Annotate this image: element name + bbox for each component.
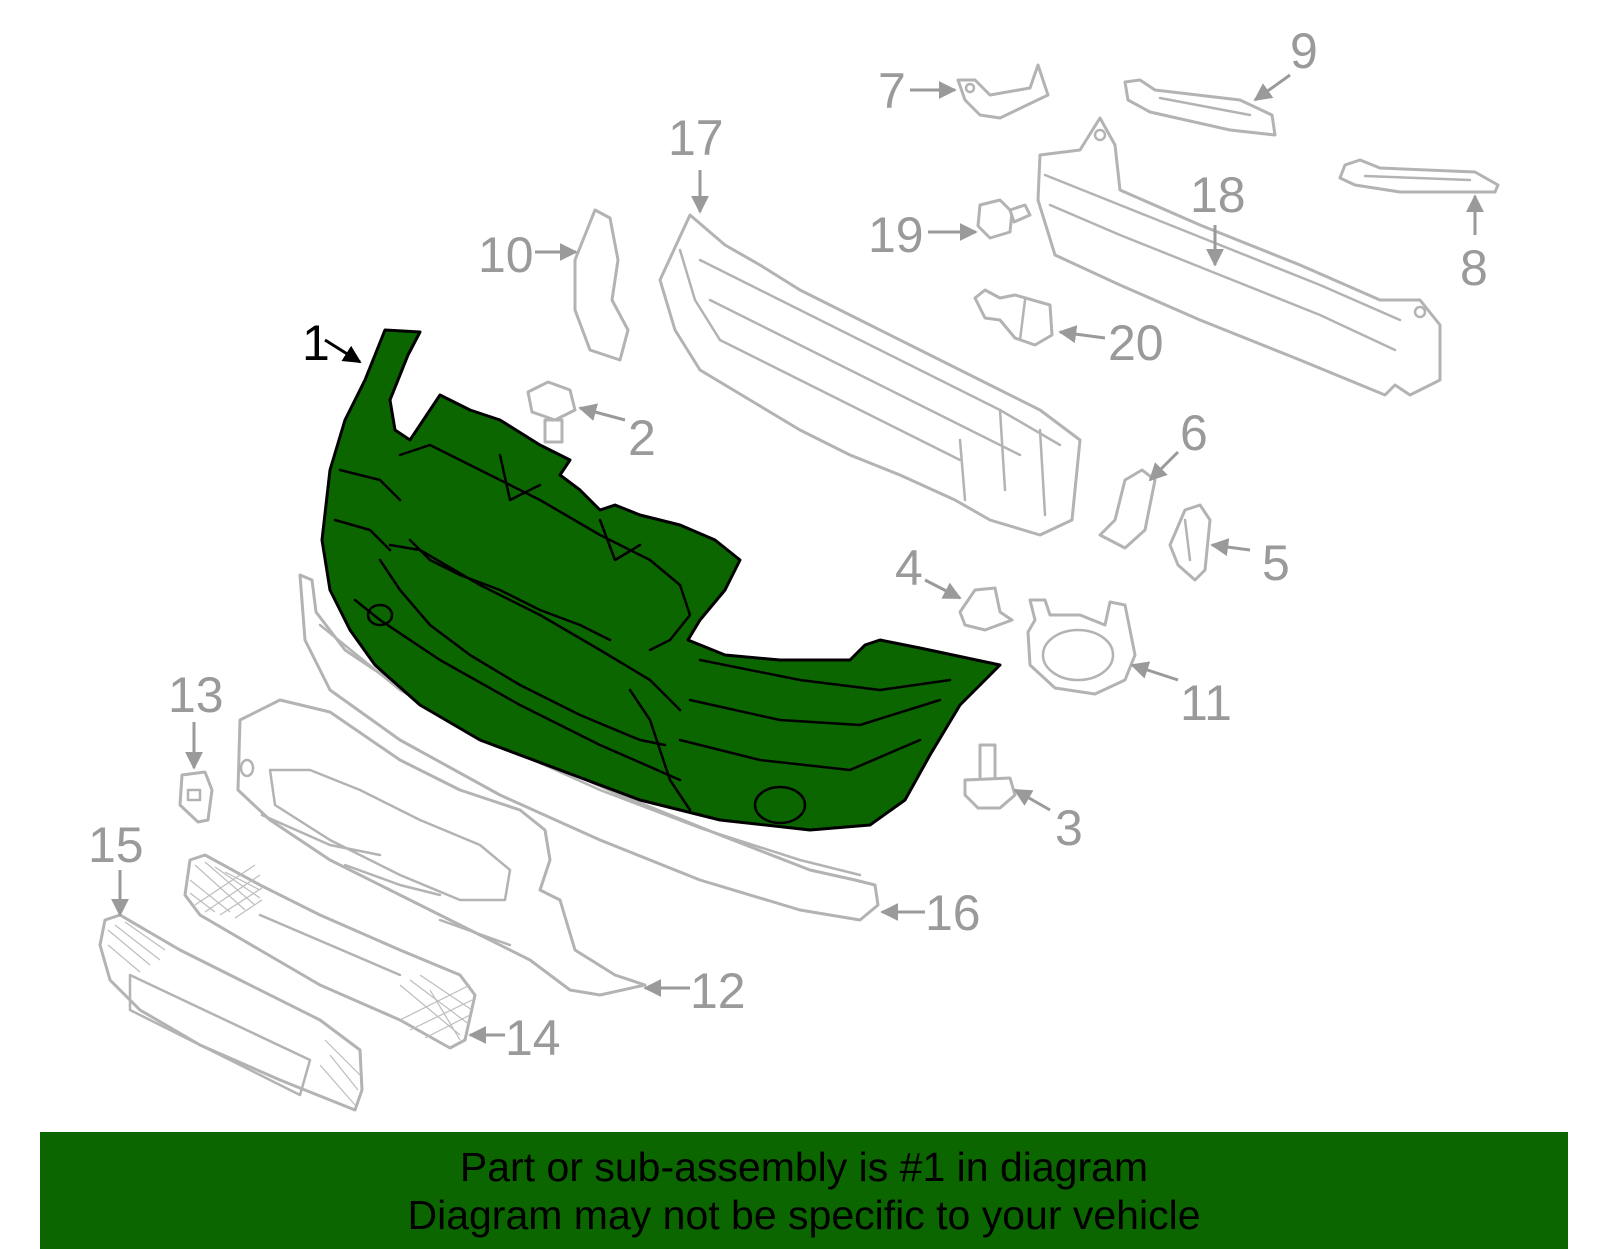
callout-9: 9 — [1290, 23, 1318, 79]
leader-2 — [578, 403, 626, 422]
part-3-bolt — [963, 743, 1017, 810]
callout-1: 1 — [302, 315, 330, 371]
part-17-energy-absorber — [658, 213, 1082, 537]
callout-14: 14 — [505, 1010, 561, 1066]
callout-17: 17 — [668, 110, 724, 166]
callout-5: 5 — [1262, 535, 1290, 591]
callout-7: 7 — [878, 63, 906, 119]
callout-16: 16 — [925, 885, 981, 941]
part-16-molding — [298, 573, 880, 922]
part-5-clip — [1168, 503, 1212, 582]
part-10-bracket — [573, 208, 630, 362]
callout-13: 13 — [168, 667, 224, 723]
part-15-lower-grille — [98, 913, 364, 1112]
leader-20 — [1058, 325, 1106, 344]
callout-15: 15 — [88, 817, 144, 873]
banner-line-disclaimer: Diagram may not be specific to your vehi… — [407, 1191, 1201, 1238]
part-1-bumper-cover — [320, 328, 1002, 832]
callout-8: 8 — [1460, 240, 1488, 296]
info-banner: Part or sub-assembly is #1 in diagram Di… — [40, 1132, 1568, 1249]
leader-6 — [1148, 450, 1180, 482]
part-18-reinforcement — [1036, 116, 1442, 397]
part-4-clip — [958, 586, 1014, 632]
part-7-bracket — [956, 63, 1050, 120]
part-20-sensor — [973, 288, 1054, 347]
callout-4: 4 — [895, 540, 923, 596]
part-9-bracket — [1123, 78, 1277, 137]
callout-20: 20 — [1108, 315, 1164, 371]
part-14-mesh-grille — [183, 853, 477, 1050]
banner-line-part-info: Part or sub-assembly is #1 in diagram — [459, 1143, 1149, 1190]
part-8-bracket — [1338, 158, 1500, 194]
callout-19: 19 — [868, 207, 924, 263]
callout-6: 6 — [1180, 405, 1208, 461]
part-11-fog-bezel — [1026, 598, 1137, 696]
callout-10: 10 — [478, 227, 534, 283]
leader-11 — [1130, 661, 1179, 682]
leader-1 — [324, 338, 362, 364]
leader-4 — [924, 578, 962, 600]
callout-18: 18 — [1190, 167, 1246, 223]
callout-2: 2 — [628, 410, 656, 466]
part-12-grille-frame — [236, 698, 647, 997]
leader-9 — [1253, 73, 1291, 102]
part-6-bracket — [1098, 468, 1157, 550]
part-13-cap — [178, 770, 214, 824]
leader-5 — [1210, 538, 1251, 557]
part-2-bolt — [526, 380, 577, 444]
callout-3: 3 — [1055, 800, 1083, 856]
part-19-bolt — [976, 198, 1032, 240]
callout-12: 12 — [690, 963, 746, 1019]
leader-3 — [1013, 788, 1051, 812]
callout-11: 11 — [1180, 675, 1232, 731]
